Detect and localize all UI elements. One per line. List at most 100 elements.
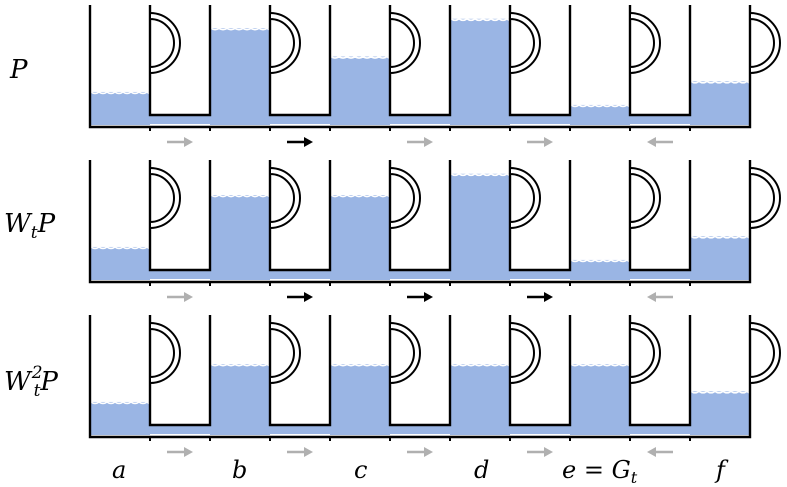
- handle-icon-row1-col6: [749, 11, 781, 75]
- water-row1-col6: [690, 81, 750, 125]
- handle-icon-row2-col2: [269, 166, 301, 230]
- cup-wall-row1-5: [628, 5, 692, 117]
- water-row3-col3: [330, 364, 390, 435]
- water-surface-row1-col1: [90, 90, 151, 95]
- cup-wall-row2-3: [388, 160, 452, 272]
- row-label-wtp: WtP: [4, 209, 56, 243]
- tube-water-row2-2: [270, 271, 330, 279]
- tube-water-row3-1: [150, 426, 210, 434]
- vessel-row-1: [88, 5, 781, 147]
- cup-wall-row2-2: [268, 160, 332, 272]
- arrow-right-icon-row3-4: [544, 447, 553, 457]
- handle-icon-row3-col6: [749, 321, 781, 385]
- water-surface-row3-col2: [210, 363, 271, 367]
- water-surface-row2-col4: [450, 172, 511, 177]
- cup-wall-row2-5: [628, 160, 692, 272]
- cup-wall-row1-3: [388, 5, 452, 117]
- handle-icon-row3-col4: [509, 321, 541, 385]
- handle-icon-row1-col5: [629, 11, 661, 75]
- row-label-wt2p-sub: t: [34, 381, 41, 401]
- water-surface-row3-col4: [450, 363, 511, 367]
- water-surface-row2-col5: [570, 258, 631, 263]
- water-surface-row1-col5: [570, 103, 631, 108]
- column-label-e-sub: t: [631, 468, 638, 487]
- tube-water-row2-5: [630, 271, 690, 279]
- water-row2-col6: [690, 236, 750, 280]
- water-surface-row3-col5: [570, 363, 631, 367]
- arrow-right-icon-row1-2: [304, 137, 313, 147]
- vessel-row-2: [88, 160, 781, 302]
- arrow-left-icon-row1-5: [647, 137, 656, 147]
- tube-water-row2-1: [150, 271, 210, 279]
- cup-wall-row1-4: [508, 5, 572, 117]
- cup-wall-row3-2: [268, 315, 332, 427]
- row-label-wtp-base: W: [4, 209, 33, 239]
- water-row2-col4: [450, 173, 510, 280]
- cup-wall-row2-4: [508, 160, 572, 272]
- water-surface-row2-col6: [690, 235, 751, 239]
- column-label-a: a: [112, 456, 126, 484]
- handle-icon-row1-col1: [149, 11, 181, 75]
- tube-water-row3-2: [270, 426, 330, 434]
- column-label-f: f: [714, 456, 729, 484]
- water-surface-row2-col3: [330, 194, 391, 198]
- water-row1-col3: [330, 56, 390, 126]
- water-surface-row2-col2: [210, 194, 271, 198]
- row-label-p: P: [9, 55, 28, 85]
- tube-water-row1-2: [270, 116, 330, 124]
- arrow-right-icon-row1-3: [424, 137, 433, 147]
- tube-water-row1-1: [150, 116, 210, 124]
- arrow-left-icon-row3-5: [647, 447, 656, 457]
- water-surface-row3-col1: [90, 400, 151, 405]
- water-surface-row2-col1: [90, 245, 151, 250]
- arrow-right-icon-row2-1: [184, 292, 193, 302]
- column-label-e: e = Gt: [562, 456, 638, 487]
- arrow-right-icon-row3-2: [304, 447, 313, 457]
- arrow-left-icon-row2-5: [647, 292, 656, 302]
- tube-water-row3-5: [630, 426, 690, 434]
- water-row2-col3: [330, 195, 390, 280]
- arrow-right-icon-row1-4: [544, 137, 553, 147]
- row-label-wt2p-tail: P: [39, 367, 58, 397]
- handle-icon-row3-col1: [149, 321, 181, 385]
- cup-wall-row2-1: [148, 160, 212, 272]
- tube-water-row3-3: [390, 426, 450, 434]
- cup-wall-row1-2: [268, 5, 332, 117]
- tube-water-row1-3: [390, 116, 450, 124]
- tube-water-row3-4: [510, 426, 570, 434]
- row-label-wt2p-sup: 2: [31, 363, 43, 383]
- arrow-right-icon-row2-2: [304, 292, 313, 302]
- arrow-right-icon-row1-1: [184, 137, 193, 147]
- cup-wall-row1-1: [148, 5, 212, 117]
- tube-water-row1-5: [630, 116, 690, 124]
- water-row2-col1: [90, 246, 150, 280]
- water-surface-row1-col6: [690, 80, 751, 84]
- row-label-p-base: P: [9, 55, 28, 85]
- cup-wall-row3-5: [628, 315, 692, 427]
- water-row3-col2: [210, 364, 270, 435]
- water-row1-col1: [90, 91, 150, 125]
- handle-icon-row1-col4: [509, 11, 541, 75]
- tube-water-row1-4: [510, 116, 570, 124]
- water-surface-row3-col6: [690, 390, 751, 394]
- tube-water-row2-3: [390, 271, 450, 279]
- water-row2-col5: [570, 259, 630, 280]
- cup-wall-row3-4: [508, 315, 572, 427]
- water-row1-col5: [570, 104, 630, 125]
- arrow-right-icon-row2-4: [544, 292, 553, 302]
- cup-wall-row3-3: [388, 315, 452, 427]
- cup-wall-row3-1: [148, 315, 212, 427]
- handle-icon-row2-col5: [629, 166, 661, 230]
- tube-water-row2-4: [510, 271, 570, 279]
- handle-icon-row2-col4: [509, 166, 541, 230]
- arrow-right-icon-row2-3: [424, 292, 433, 302]
- column-label-e-main: e = G: [562, 456, 631, 484]
- handle-icon-row3-col5: [629, 321, 661, 385]
- arrow-right-icon-row3-1: [184, 447, 193, 457]
- water-surface-row3-col3: [330, 363, 391, 367]
- row-label-wtp-sub: t: [31, 223, 38, 243]
- water-surface-row1-col3: [330, 55, 391, 59]
- water-surface-row1-col2: [210, 27, 271, 31]
